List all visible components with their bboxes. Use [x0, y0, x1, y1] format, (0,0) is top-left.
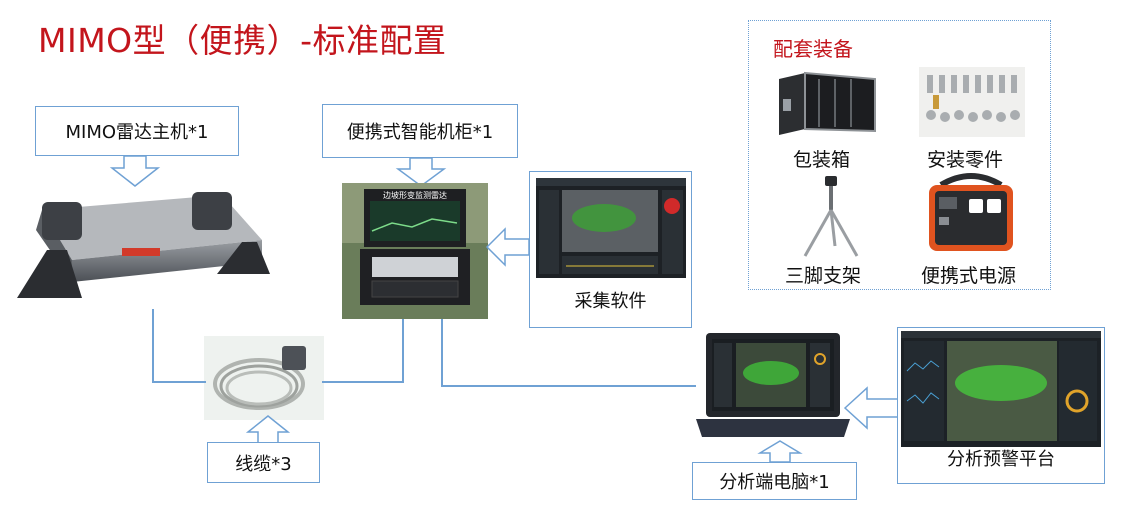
software-left-arrow [485, 227, 530, 267]
accessory-label-parts: 安装零件 [927, 149, 1004, 171]
software-label: 采集软件 [574, 291, 647, 312]
cabinet-label-box: 便携式智能机柜*1 [322, 104, 518, 158]
accessories-title: 配套装备 [773, 37, 853, 61]
accessory-label-tripod: 三脚支架 [785, 265, 862, 287]
cable-image [204, 336, 324, 420]
cabinet-connector-v [402, 319, 404, 383]
software-screenshot-image [536, 178, 686, 278]
radar-connector-h [152, 381, 206, 383]
cabinet-label: 便携式智能机柜*1 [346, 122, 494, 143]
platform-left-arrow [843, 386, 900, 430]
cabinet-screen-text: 边坡形变监测雷达 [383, 190, 447, 200]
cabinet-down-arrow [395, 157, 447, 187]
platform-screenshot-image [901, 331, 1101, 447]
radar-label: MIMO雷达主机*1 [65, 122, 209, 143]
laptop-label-box: 分析端电脑*1 [692, 462, 857, 500]
laptop-image [696, 333, 850, 437]
radar-connector-v [152, 309, 154, 383]
radar-device-image [17, 192, 270, 298]
laptop-label: 分析端电脑*1 [719, 472, 830, 493]
radar-label-box: MIMO雷达主机*1 [35, 106, 239, 156]
cable-up-arrow [245, 415, 291, 444]
cable-label: 线缆*3 [235, 453, 292, 475]
laptop-connector-h [441, 385, 696, 387]
laptop-connector-v [441, 319, 443, 387]
cabinet-connector-h [322, 381, 404, 383]
laptop-up-arrow [757, 440, 803, 463]
cable-label-box: 线缆*3 [207, 442, 320, 483]
page-title: MIMO型（便携）-标准配置 [38, 21, 447, 60]
power-station-image [929, 173, 1013, 251]
tripod-image [803, 176, 859, 257]
parts-image [919, 67, 1025, 137]
accessories-panel: 配套装备 包装箱 安装零件 三脚支架 [748, 20, 1051, 290]
platform-label: 分析预警平台 [947, 449, 1055, 470]
case-image [779, 71, 876, 135]
accessory-label-power: 便携式电源 [921, 265, 1017, 287]
cabinet-device-image: 边坡形变监测雷达 [342, 183, 488, 319]
radar-down-arrow [109, 155, 161, 187]
accessory-label-case: 包装箱 [793, 149, 851, 171]
